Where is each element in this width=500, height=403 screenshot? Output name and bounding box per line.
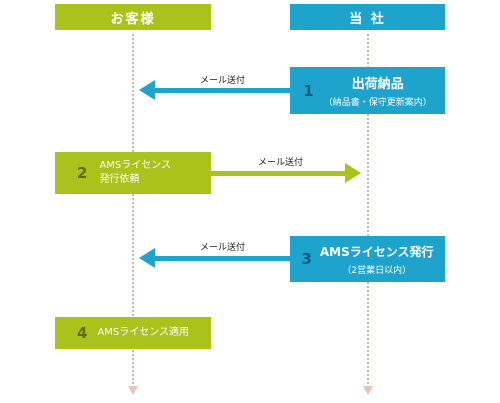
company-lane-line — [367, 34, 369, 384]
arrow-3-shaft — [155, 256, 290, 261]
arrow-3-label: メール送付 — [200, 243, 246, 253]
arrow-1-label: メール送付 — [200, 76, 246, 86]
step-4-box: 4 AMSライセンス適用 — [55, 317, 211, 349]
company-header: 当 社 — [290, 4, 445, 30]
step-1-title: 出荷納品 — [351, 77, 404, 92]
step-2-number: 2 — [77, 164, 88, 182]
step-3-title: AMSライセンス発行 — [319, 244, 434, 259]
step-3-number: 3 — [301, 250, 312, 268]
arrow-2-shaft — [211, 171, 345, 176]
step-2-box: 2 AMSライセンス 発行依頼 — [55, 152, 211, 194]
step-2-title-line2: 発行依頼 — [99, 174, 140, 185]
customer-lane-arrow — [128, 386, 138, 395]
step-4-title: AMSライセンス適用 — [97, 327, 190, 338]
arrow-1-shaft — [155, 88, 290, 93]
company-lane-arrow — [363, 386, 373, 395]
arrow-3-head — [139, 248, 155, 268]
step-1-subtitle: （納品書・保守更新案内） — [323, 98, 432, 108]
customer-lane-line — [132, 34, 134, 384]
step-1-number: 1 — [303, 81, 314, 100]
step-3-subtitle: （2営業日以内） — [342, 265, 412, 276]
arrow-2-label: メール送付 — [258, 158, 304, 168]
step-4-number: 4 — [77, 324, 88, 342]
customer-header: お客様 — [55, 4, 211, 30]
arrow-1-head — [139, 80, 155, 100]
step-2-title-line1: AMSライセンス — [99, 160, 172, 171]
arrow-2-head — [345, 163, 361, 183]
step-1-box: 1 出荷納品 （納品書・保守更新案内） — [290, 67, 445, 114]
step-3-box: 3 AMSライセンス発行 （2営業日以内） — [290, 236, 445, 282]
